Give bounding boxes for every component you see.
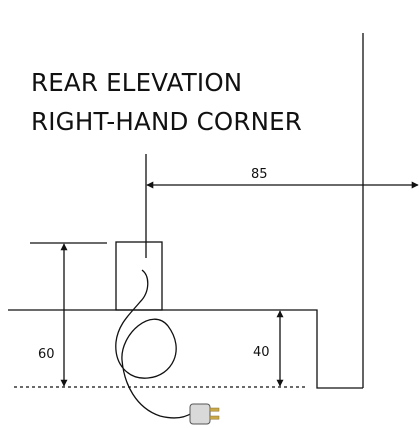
dimension-label-85: 85 <box>251 167 268 182</box>
title-line-1: REAR ELEVATION <box>31 68 243 97</box>
title-line-2: RIGHT-HAND CORNER <box>31 107 303 136</box>
dimension-label-40: 40 <box>253 345 270 360</box>
power-cord <box>115 269 193 419</box>
surface-profile <box>8 309 363 389</box>
dimension-label-60: 60 <box>38 347 55 362</box>
outlet-box <box>115 241 163 311</box>
plug-icon <box>189 403 220 425</box>
